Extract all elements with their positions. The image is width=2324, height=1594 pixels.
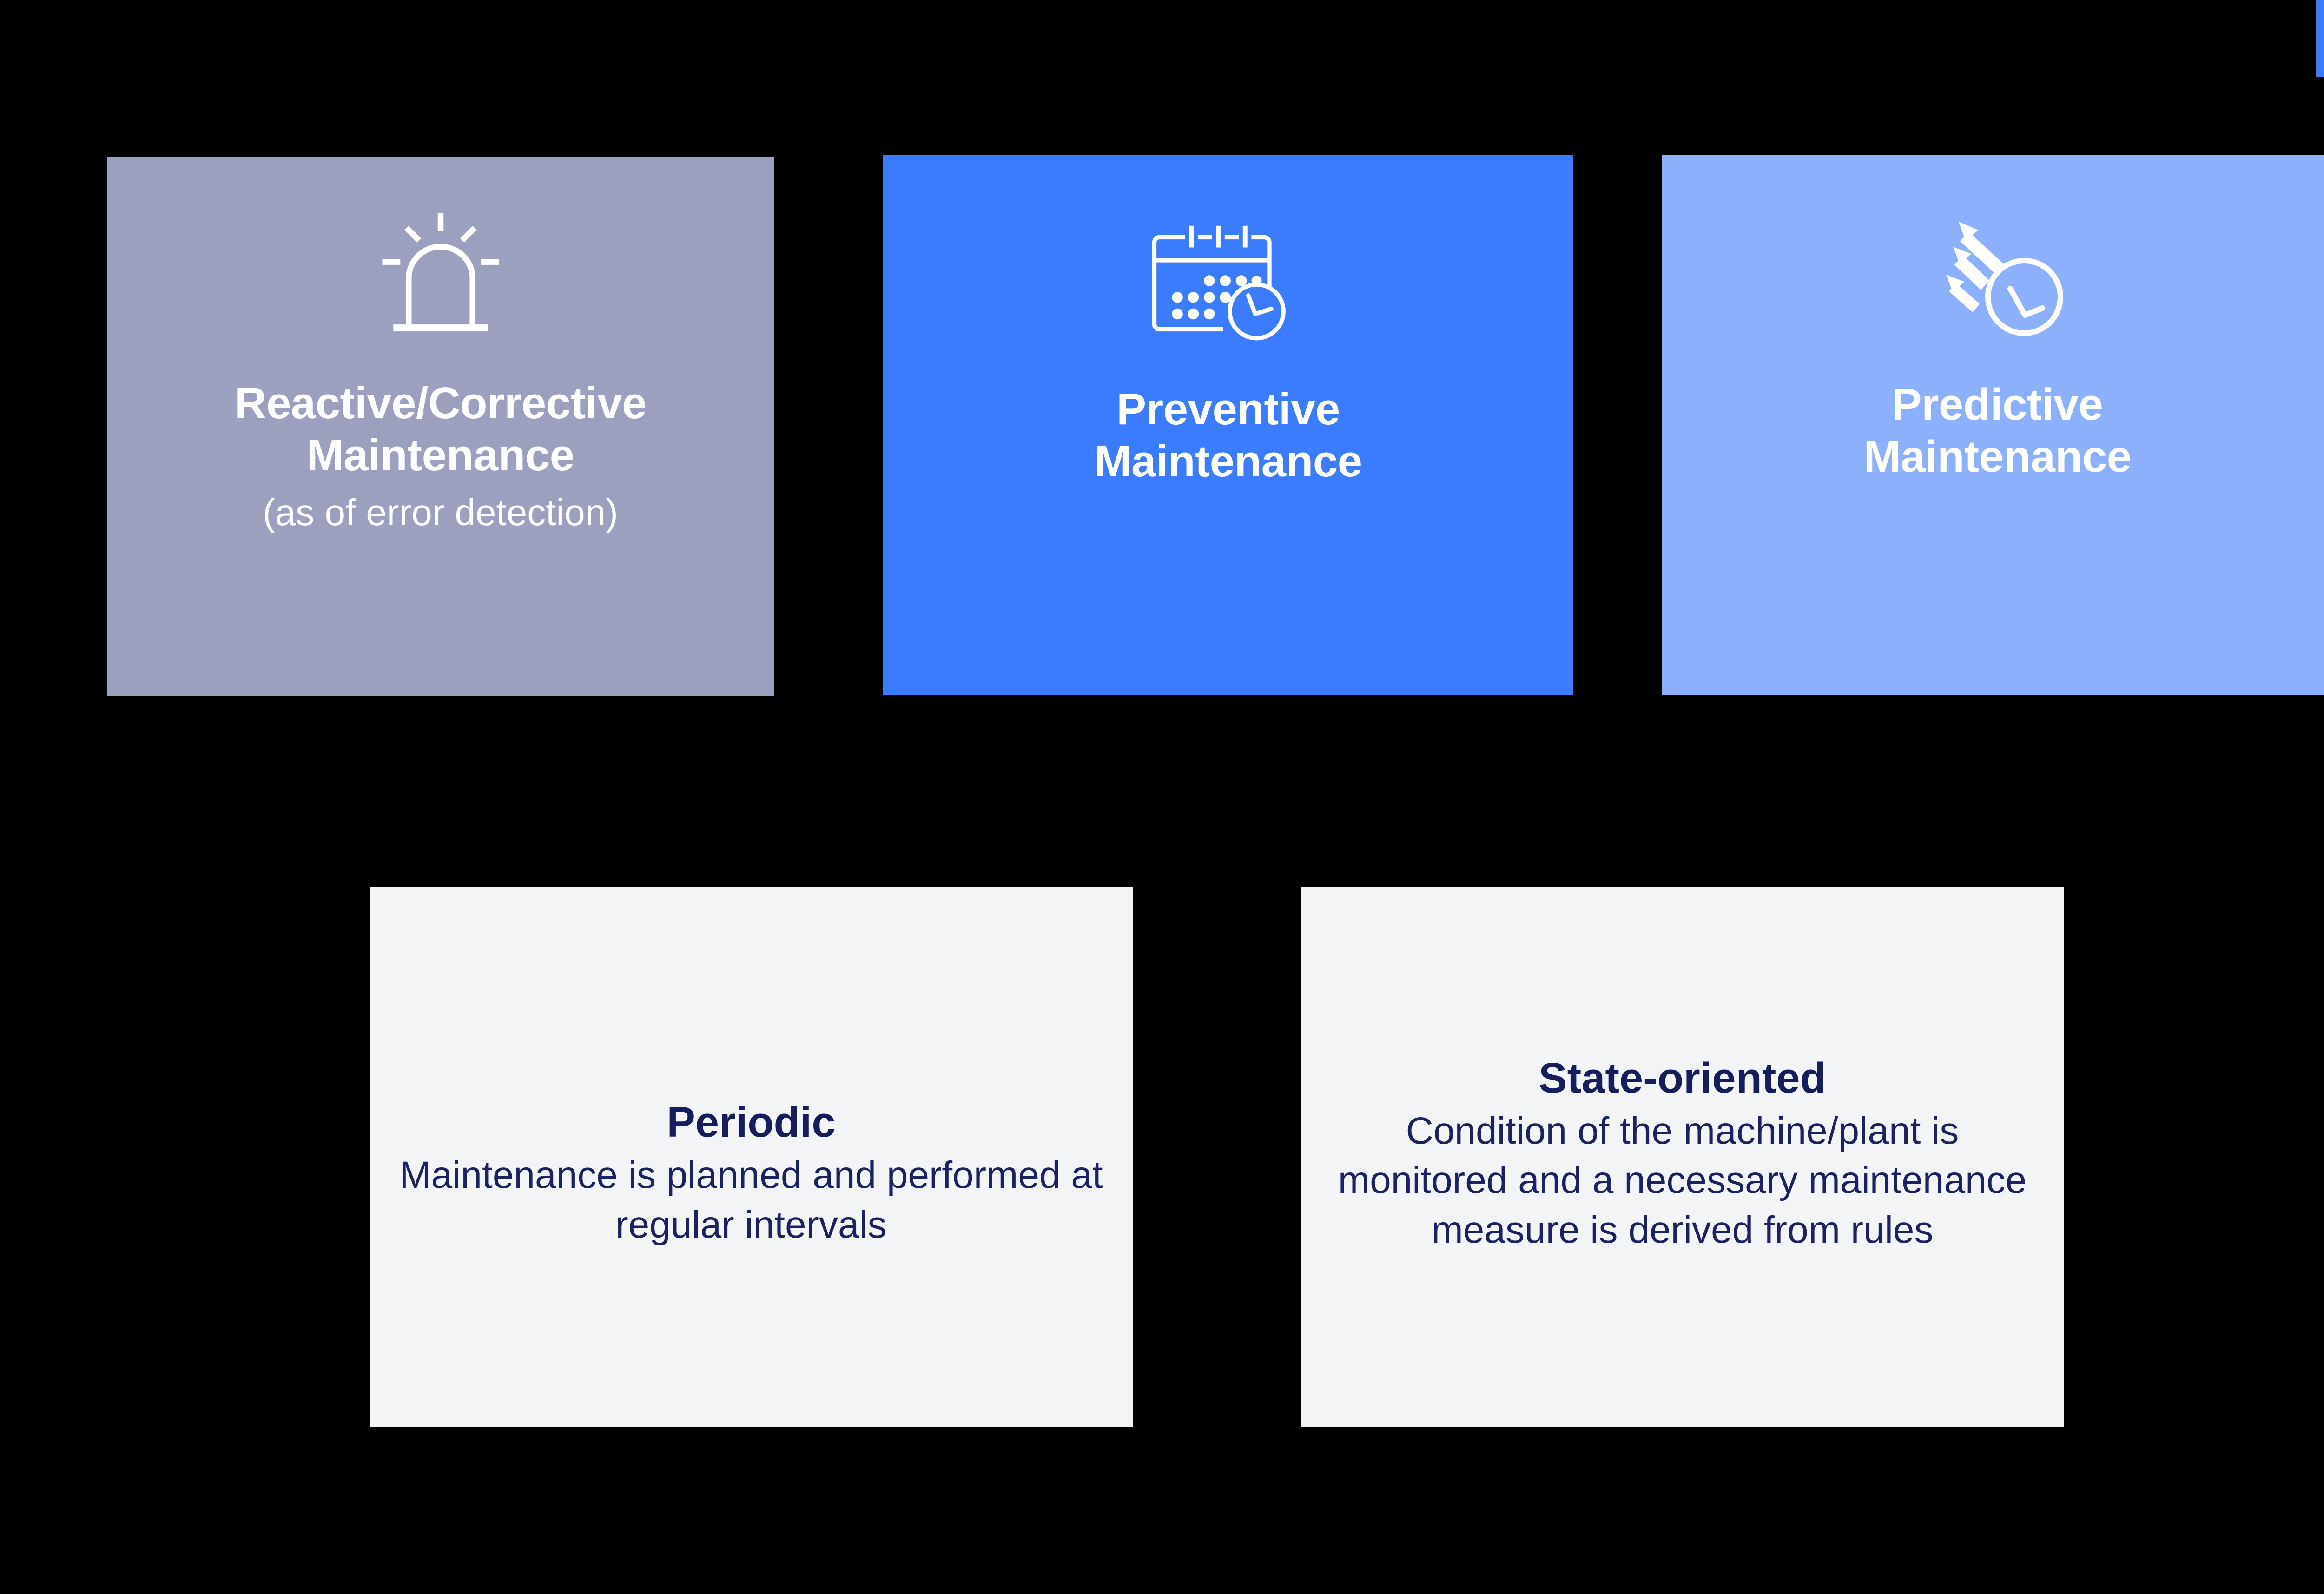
note-card-state-oriented[interactable]: State-oriented Condition of the machine/…	[1301, 887, 2064, 1427]
card-preventive-maintenance[interactable]: Preventive Maintenance	[883, 155, 1573, 695]
card-predictive-maintenance[interactable]: Predictive Maintenance	[1662, 155, 2324, 695]
card-title-line-1: Reactive/Corrective	[234, 378, 647, 428]
calendar-clock-icon	[1152, 201, 1305, 355]
card-title-line-2: Maintenance	[1094, 436, 1362, 487]
card-subtitle: (as of error detection)	[263, 491, 618, 533]
card-title: Preventive Maintenance	[1076, 383, 1381, 488]
card-title-line-2: Maintenance	[1863, 432, 2132, 482]
note-body: Maintenance is planned and performed at …	[399, 1154, 1103, 1246]
card-title-line-1: Predictive	[1892, 380, 2103, 429]
note-title: Periodic	[667, 1098, 836, 1146]
card-title-line-2: Maintenance	[306, 430, 574, 481]
siren-alarm-icon	[371, 198, 510, 352]
card-title-line-1: Preventive	[1116, 384, 1340, 434]
card-title: Reactive/Corrective Maintenance	[216, 377, 665, 482]
card-reactive-maintenance[interactable]: Reactive/Corrective Maintenance (as of e…	[107, 157, 774, 696]
card-title: Predictive Maintenance	[1845, 379, 2150, 483]
note-body: Condition of the machine/plant is monito…	[1338, 1109, 2027, 1251]
accent-block-upper	[2316, 0, 2324, 77]
note-title: State-oriented	[1538, 1054, 1826, 1102]
note-card-periodic[interactable]: Periodic Maintenance is planned and perf…	[370, 887, 1133, 1427]
arrows-clock-icon	[1928, 197, 2067, 350]
